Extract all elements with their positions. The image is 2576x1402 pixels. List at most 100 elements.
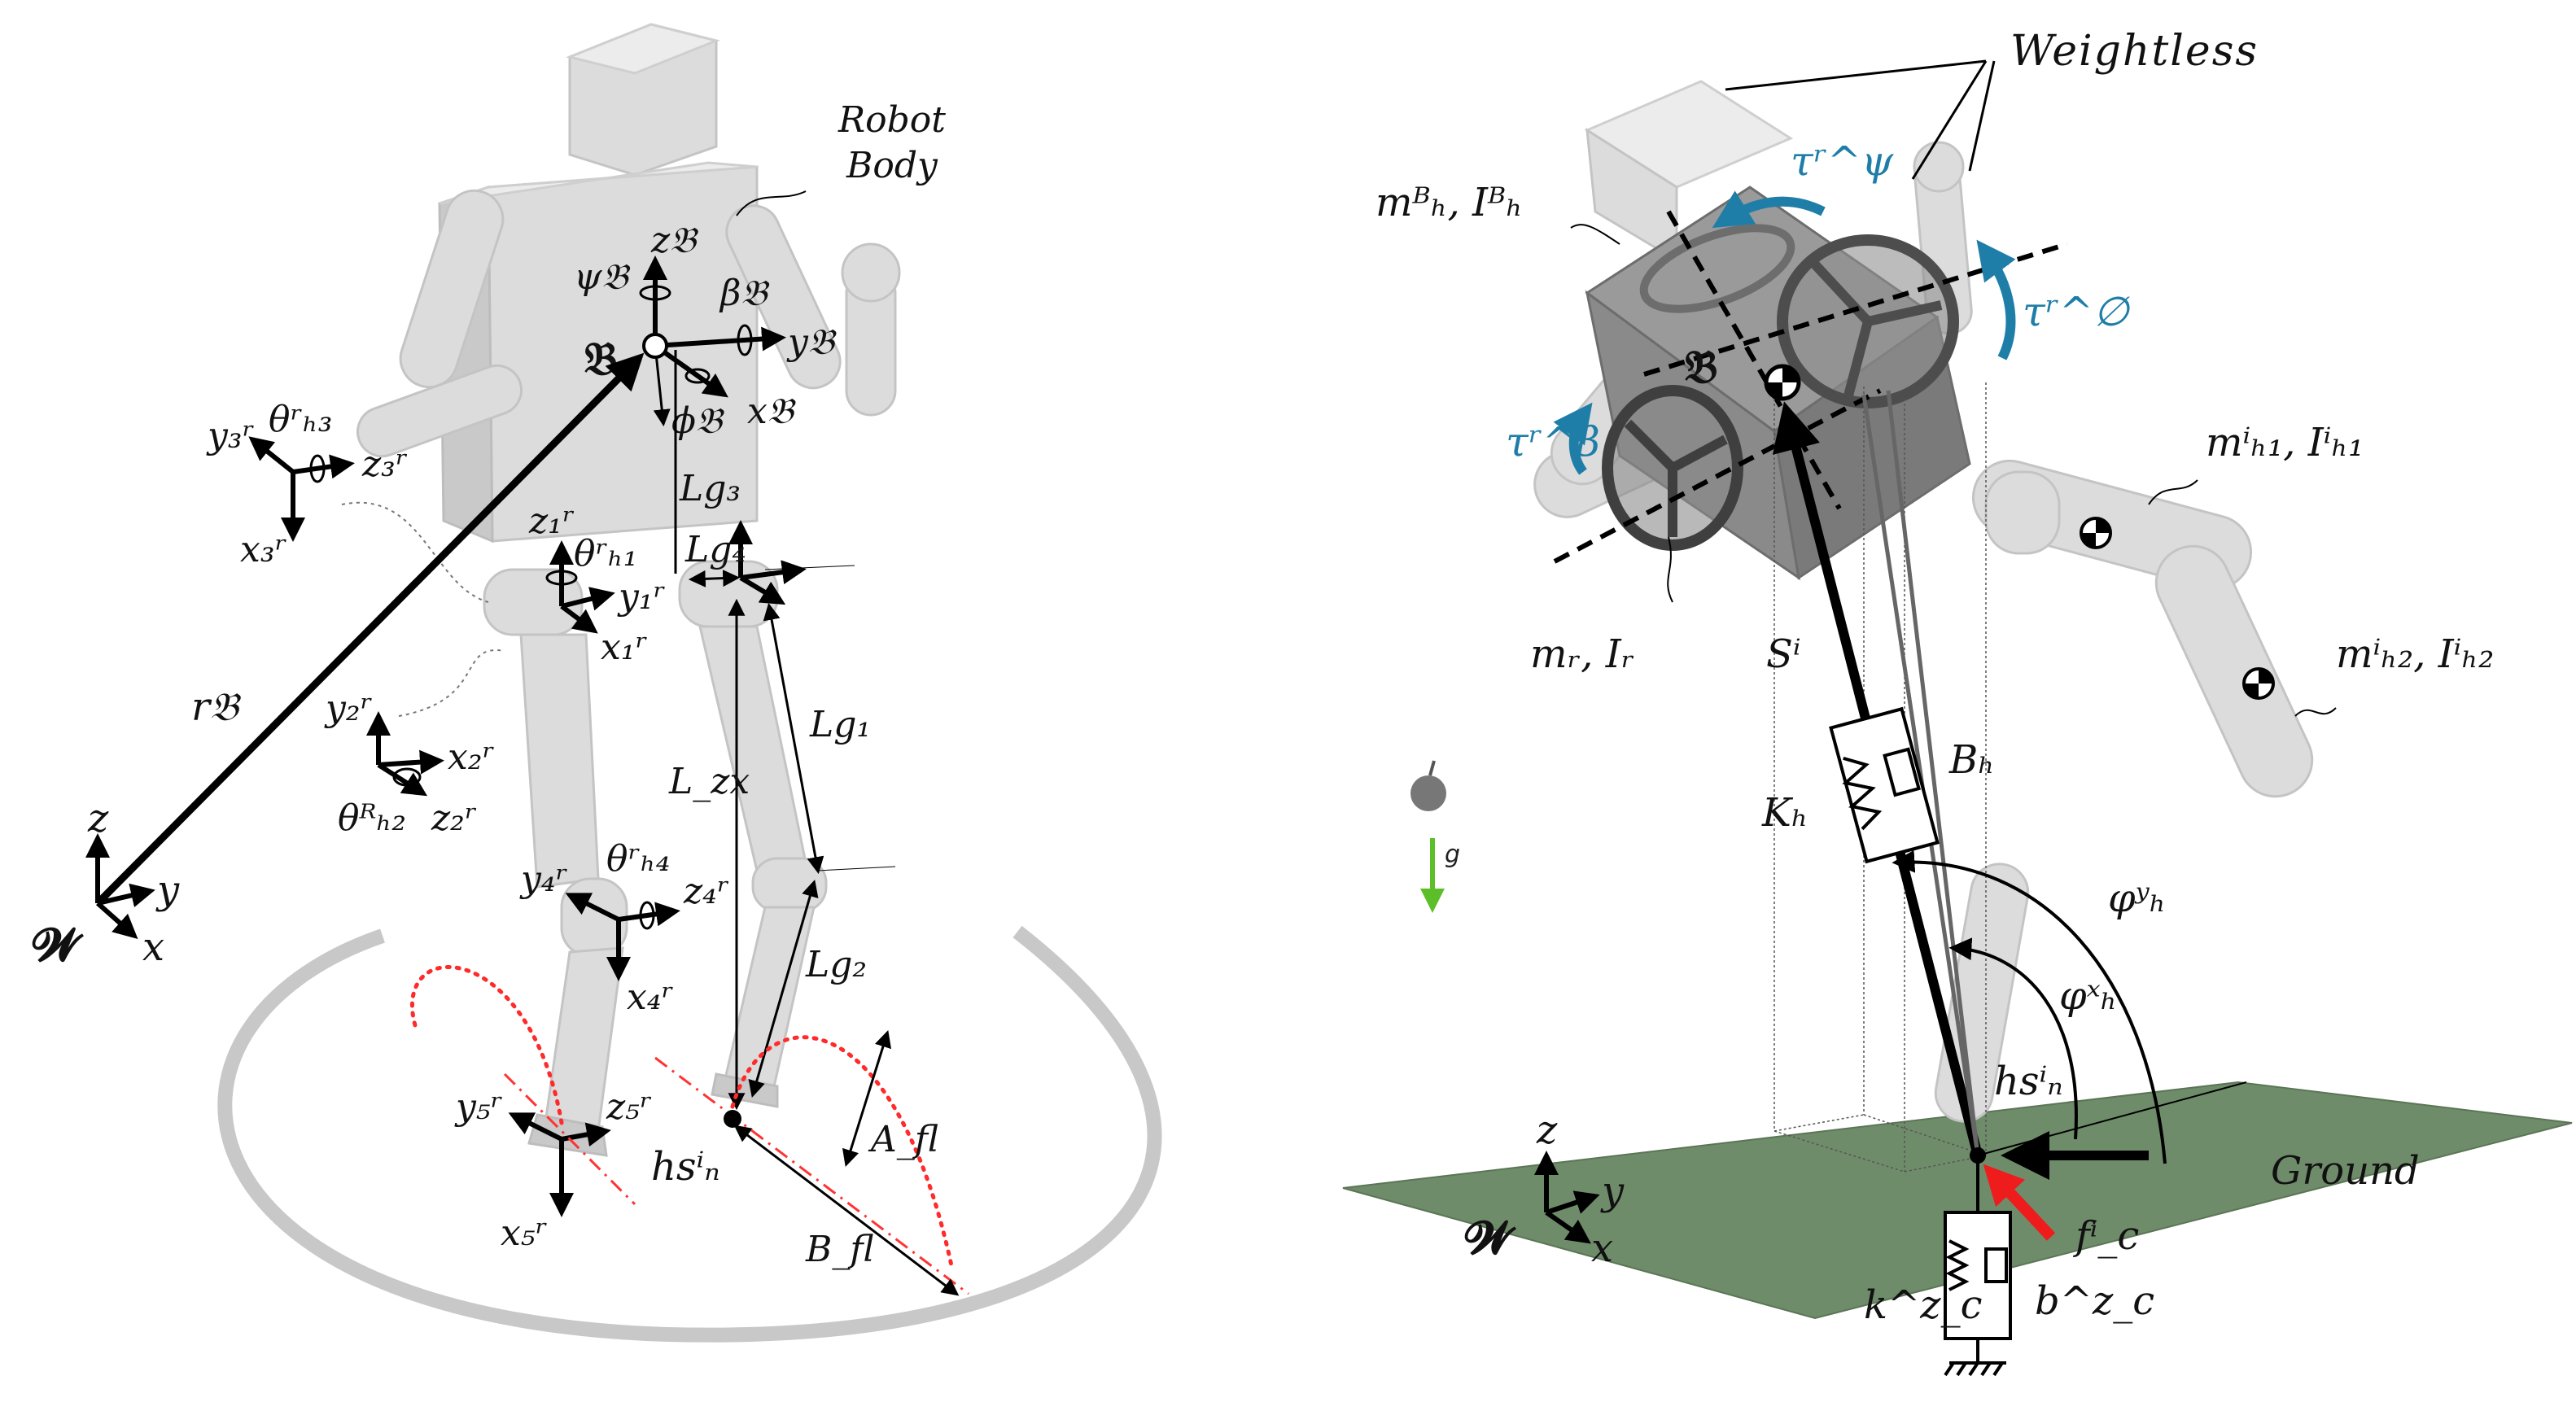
s-label: Sⁱ <box>1766 631 1801 677</box>
hs-label-right: hsⁱₙ <box>1994 1059 2063 1104</box>
reaction-wheel-psi <box>1639 224 1795 313</box>
bc-label: b^z_c <box>2035 1278 2154 1324</box>
robot-arm-right <box>356 189 523 458</box>
mr-label: mᵣ, Iᵣ <box>1530 631 1634 677</box>
x1-label: x₁ʳ <box>601 627 648 668</box>
robot-leg-left <box>698 625 828 1108</box>
theta-h1-label: θʳₕ₁ <box>574 533 637 574</box>
r-body-label: r𝔅 <box>191 684 242 730</box>
world-x-left: x <box>142 924 164 970</box>
x5-label: x₅ʳ <box>501 1212 548 1254</box>
z4-label: z₄ʳ <box>683 871 729 912</box>
ground-spring-damper <box>1944 1155 2012 1377</box>
com-marker-h1 <box>2080 517 2112 549</box>
x4-label: x₄ʳ <box>627 976 674 1018</box>
gravity-label: g <box>1445 841 1460 869</box>
y2-label: y₂ʳ <box>324 688 373 729</box>
x-body-label: x𝔅 <box>747 391 797 432</box>
bh-label: Bₕ <box>1948 737 1995 783</box>
bfl-label: B_fl <box>805 1229 874 1270</box>
y4-label: y₄ʳ <box>519 858 568 900</box>
r-body-vector <box>94 352 645 906</box>
foot-trajectory-right <box>409 965 564 1125</box>
kh-label: Kₕ <box>1761 790 1808 836</box>
tau-psi-label: τʳ^ψ <box>1791 138 1894 185</box>
z5-label: z₅ʳ <box>606 1086 652 1128</box>
beta-body-label: β𝔅 <box>719 273 770 314</box>
world-frame-left <box>85 833 155 939</box>
mh-B-label: mᴮₕ, Iᴮₕ <box>1375 180 1523 225</box>
robot-head <box>566 23 720 177</box>
lg3-label: Lg₃ <box>679 468 741 509</box>
reaction-wheel-beta <box>1602 385 1743 551</box>
robot-body-label-2: Body <box>846 145 938 186</box>
ground-label: Ground <box>2271 1148 2420 1194</box>
robot-leg-mass <box>1971 459 2314 798</box>
weightless-head <box>1584 80 1794 263</box>
world-x-right: x <box>1591 1225 1613 1271</box>
reaction-wheel-phi <box>1777 234 1959 408</box>
z2-label: z₂ʳ <box>431 797 477 839</box>
kc-label: k^z_c <box>1864 1282 1982 1328</box>
phi-y-label: φʸₕ <box>2108 876 2166 921</box>
z1-label: z₁ʳ <box>528 500 575 542</box>
y3-label: y₃ʳ <box>206 415 255 456</box>
body-frame-symbol: 𝔅 <box>584 332 617 386</box>
frame-2-axes <box>366 711 444 797</box>
world-frame-right <box>1534 1151 1600 1244</box>
psi-body-label: ψ𝔅 <box>574 256 632 298</box>
torque-psi-arrow <box>1712 190 1826 229</box>
x3-label: x₃ʳ <box>240 529 287 570</box>
theta-h2-label: θᴿₕ₂ <box>338 797 406 839</box>
theta-h4-label: θʳₕ₄ <box>606 838 670 880</box>
z3-label: z₃ʳ <box>361 443 408 485</box>
ground-plane <box>1342 1081 2573 1320</box>
tau-phi-label: τʳ^∅ <box>2023 288 2131 335</box>
world-z-right: z <box>1536 1107 1558 1153</box>
mh1-label: mⁱₕ₁, Iⁱₕ₁ <box>2206 420 2364 465</box>
hs-point-left <box>724 1110 741 1128</box>
leg-spring-damper <box>1829 706 1940 864</box>
torque-beta-arrow <box>1553 402 1593 475</box>
world-frame-symbol-left: 𝓦 <box>32 918 84 972</box>
world-y-right: y <box>1600 1168 1625 1214</box>
world-y-left: y <box>155 867 180 913</box>
lg1-label: Lg₁ <box>809 704 871 745</box>
y5-label: y₅ʳ <box>454 1086 503 1128</box>
theta-h3-label: θʳₕ₃ <box>269 399 332 440</box>
com-marker-h2 <box>2242 667 2275 700</box>
phi-body-label: ϕ𝔅 <box>671 400 725 442</box>
world-frame-symbol-right: 𝓦 <box>1464 1211 1516 1264</box>
body-frame-axes <box>639 256 786 427</box>
body-frame-symbol-right: 𝔅 <box>1685 340 1717 394</box>
fc-label: fⁱ_c <box>2073 1213 2139 1259</box>
contact-force-red <box>1983 1164 2056 1241</box>
lzx-label: L_zx <box>668 761 750 802</box>
apple-icon <box>1410 760 1446 811</box>
mh2-label: mⁱₕ₂, Iⁱₕ₂ <box>2336 631 2494 677</box>
lg4-label: Lg₄ <box>684 529 746 570</box>
tau-beta-label: τʳ^β <box>1506 418 1600 465</box>
frame-1-axes <box>545 540 615 634</box>
left-panel: Robot Body z𝔅 y𝔅 x𝔅 ψ𝔅 β𝔅 ϕ𝔅 𝔅 r𝔅 <box>32 23 1162 1343</box>
y1-label: y₁ʳ <box>617 576 666 618</box>
y-body-label: y𝔅 <box>786 321 838 363</box>
right-panel: Ground <box>1342 27 2573 1377</box>
x2-label: x₂ʳ <box>448 736 495 778</box>
frame-3-axes <box>248 436 355 542</box>
robot-body-label-1: Robot <box>838 99 946 141</box>
world-z-left: z <box>87 796 109 841</box>
torque-phi-arrow <box>1976 239 2016 360</box>
lg2-label: Lg₂ <box>805 944 867 985</box>
frame-4-axes <box>565 893 680 981</box>
ground-ring <box>217 925 1162 1343</box>
robot-arm-left <box>725 204 901 417</box>
weightless-label: Weightless <box>2010 27 2259 76</box>
z-body-label: z𝔅 <box>650 220 699 261</box>
phi-x-label: φˣₕ <box>2059 973 2117 1019</box>
hs-label-left: hsⁱₙ <box>651 1144 720 1190</box>
frame-hip-left-axes <box>728 520 807 605</box>
afl-label: A_fl <box>868 1119 938 1160</box>
